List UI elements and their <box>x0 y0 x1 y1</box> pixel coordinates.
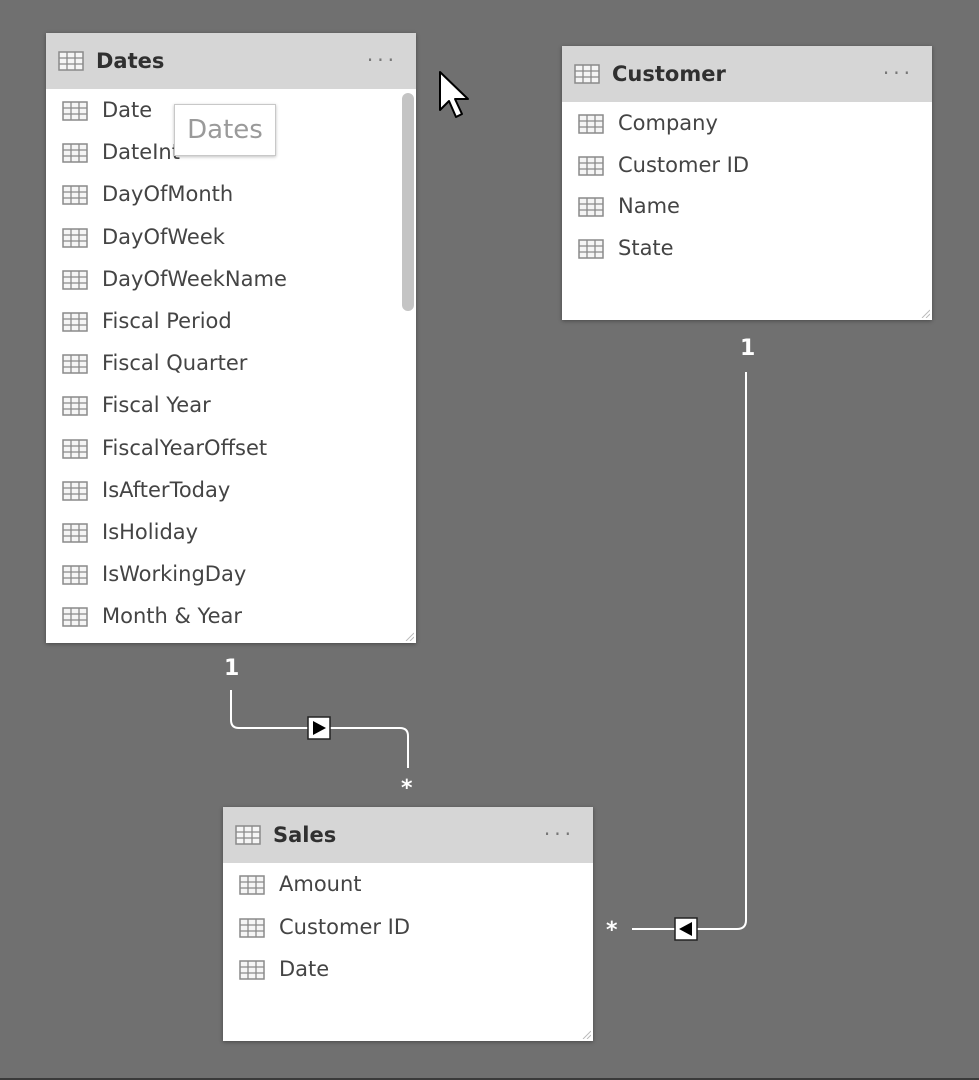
column-grid-icon <box>62 481 88 501</box>
sales-field-row[interactable]: Customer ID <box>223 910 563 946</box>
dates-field-row[interactable]: Fiscal Period <box>46 304 386 340</box>
dates-field-label: IsWorkingDay <box>102 562 247 587</box>
dates-field-label: DayOfMonth <box>102 182 234 207</box>
customer-field-label: Company <box>618 111 718 135</box>
customer-field-row[interactable]: State <box>562 231 902 267</box>
dates-field-label: Date <box>102 98 153 122</box>
dates-sales-many-cardinality: * <box>401 776 413 801</box>
table-grid-icon <box>58 51 84 71</box>
sales-field-label: Customer ID <box>279 914 411 939</box>
table-name-tooltip: Dates <box>174 104 276 156</box>
filter-arrow-left-icon <box>679 922 692 936</box>
dates-field-row[interactable]: DayOfWeekName <box>46 262 386 298</box>
sales-table-title: Sales <box>273 823 337 847</box>
column-grid-icon <box>62 227 88 248</box>
column-grid-icon <box>62 523 88 543</box>
column-grid-icon <box>239 875 265 895</box>
customer-field-label: State <box>618 236 674 261</box>
dates-field-row[interactable]: Month & Year <box>46 599 386 635</box>
canvas-bottom-edge <box>0 1078 979 1080</box>
dates-field-row[interactable]: DateInt <box>46 135 386 171</box>
sales-field-row[interactable]: Date <box>223 952 563 988</box>
resize-handle-icon[interactable] <box>920 308 930 318</box>
customer-field-row[interactable]: Customer ID <box>562 148 902 184</box>
customer-field-label: Name <box>618 194 680 219</box>
column-grid-icon <box>578 114 604 134</box>
column-grid-icon <box>62 101 88 121</box>
sales-table-header[interactable]: Sales ··· <box>223 807 593 863</box>
dates-scrollbar[interactable] <box>402 93 414 311</box>
dates-table-title: Dates <box>96 49 165 73</box>
dates-field-label: DateInt <box>102 140 180 165</box>
column-grid-icon <box>62 312 88 332</box>
column-grid-icon <box>62 438 88 459</box>
dates-field-label: Fiscal Year <box>102 393 211 418</box>
column-grid-icon <box>62 396 88 417</box>
mouse-cursor-icon <box>439 71 469 118</box>
dates-field-row[interactable]: Date <box>46 93 386 129</box>
column-grid-icon <box>62 565 88 585</box>
column-grid-icon <box>578 239 604 259</box>
column-grid-icon <box>239 917 265 938</box>
relationship-line-customer-sales <box>632 372 747 930</box>
table-grid-icon <box>235 825 261 845</box>
sales-field-label: Date <box>279 957 330 981</box>
dates-field-row[interactable]: IsWorkingDay <box>46 557 386 593</box>
column-grid-icon <box>578 197 604 218</box>
customer-table-header[interactable]: Customer ··· <box>562 46 932 102</box>
column-grid-icon <box>62 607 88 628</box>
dates-field-row[interactable]: IsHoliday <box>46 515 386 551</box>
column-grid-icon <box>578 155 604 176</box>
dates-field-label: Fiscal Quarter <box>102 351 248 376</box>
dates-sales-one-cardinality: 1 <box>224 656 240 681</box>
dates-field-label: DayOfWeekName <box>102 266 287 291</box>
sales-field-label: Amount <box>279 872 362 896</box>
dates-field-label: FiscalYearOffset <box>102 435 268 460</box>
resize-handle-icon[interactable] <box>404 631 414 641</box>
dates-field-row[interactable]: IsAfterToday <box>46 473 386 509</box>
dates-field-label: IsAfterToday <box>102 477 231 502</box>
dates-field-row[interactable]: Fiscal Year <box>46 388 386 424</box>
column-grid-icon <box>62 143 88 163</box>
customer-field-label: Customer ID <box>618 152 750 177</box>
customer-table-title: Customer <box>612 62 726 86</box>
dates-field-row[interactable]: DayOfMonth <box>46 177 386 213</box>
column-grid-icon <box>62 354 88 374</box>
customer-field-row[interactable]: Name <box>562 189 902 225</box>
dates-field-label: Fiscal Period <box>102 309 232 333</box>
dates-field-row[interactable]: FiscalYearOffset <box>46 431 386 467</box>
dates-field-label: DayOfWeek <box>102 224 225 249</box>
dates-field-row[interactable]: Fiscal Quarter <box>46 346 386 382</box>
customer-sales-many-cardinality: * <box>606 918 618 943</box>
resize-handle-icon[interactable] <box>581 1029 591 1039</box>
filter-arrow-right-icon <box>313 721 326 735</box>
customer-field-row[interactable]: Company <box>562 106 902 142</box>
column-grid-icon <box>62 270 88 290</box>
customer-sales-one-cardinality: 1 <box>740 336 756 361</box>
table-grid-icon <box>574 64 600 84</box>
column-grid-icon <box>239 960 265 980</box>
column-grid-icon <box>62 185 88 206</box>
dates-field-label: IsHoliday <box>102 520 199 544</box>
dates-table-header[interactable]: Dates ··· <box>46 33 416 89</box>
dates-field-row[interactable]: DayOfWeek <box>46 220 386 256</box>
sales-field-row[interactable]: Amount <box>223 867 563 903</box>
dates-field-label: Month & Year <box>102 604 243 629</box>
